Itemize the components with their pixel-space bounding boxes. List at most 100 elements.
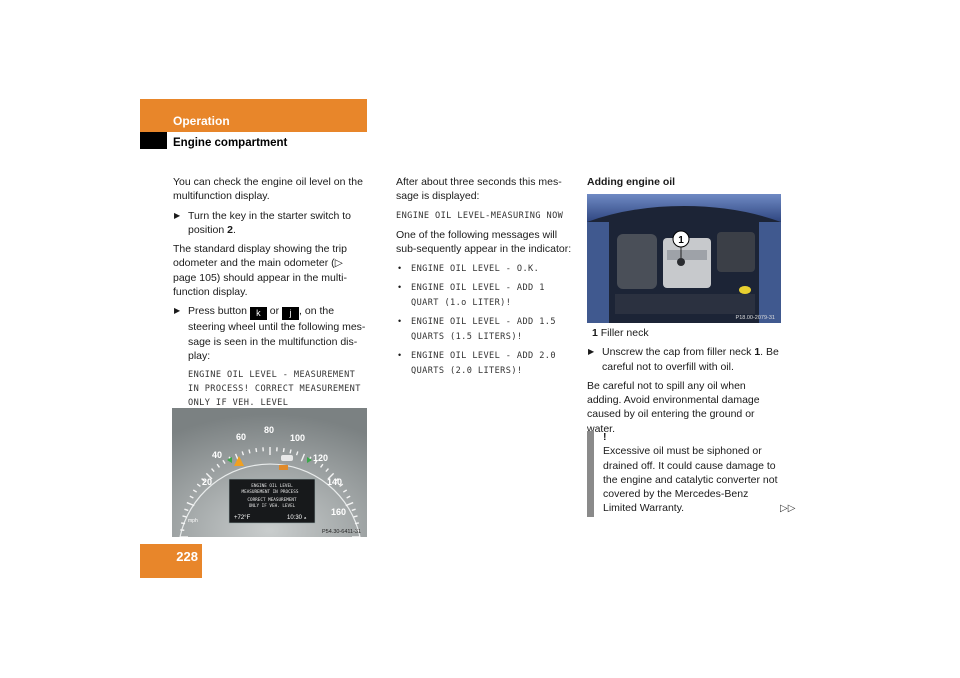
speedometer-tick bbox=[334, 478, 339, 482]
bullet-dot-icon: • bbox=[398, 316, 402, 327]
down-button-icon: j bbox=[282, 307, 300, 321]
speedometer-tick bbox=[325, 468, 329, 473]
warning-text: Excessive oil must be siphoned or draine… bbox=[603, 445, 778, 515]
speedometer-tick bbox=[184, 508, 189, 512]
right-turn-signal-icon bbox=[307, 457, 312, 463]
speedometer-tick bbox=[180, 522, 186, 525]
display-line: ENGINE OIL LEVEL bbox=[251, 483, 293, 489]
speed-label: 140 bbox=[327, 477, 342, 487]
speedometer-tick bbox=[319, 463, 324, 468]
list-item: •ENGINE OIL LEVEL - O.K. bbox=[398, 263, 540, 275]
up-button-icon: k bbox=[249, 307, 267, 321]
speed-label: 160 bbox=[331, 507, 346, 517]
speed-label: 40 bbox=[212, 450, 222, 460]
engine-illustration: 1 P18.00-2079-31 bbox=[587, 194, 781, 323]
speedometer-tick bbox=[353, 515, 358, 518]
speedometer-tick bbox=[295, 451, 299, 456]
speedometer-tick bbox=[189, 495, 194, 499]
speedometer-tick bbox=[248, 449, 251, 454]
speedometer-tick bbox=[351, 508, 356, 512]
page-number: 228 bbox=[176, 549, 198, 564]
warning-box: ! Excessive oil must be siphoned or drai… bbox=[603, 430, 783, 516]
bullet-dot-icon: • bbox=[398, 350, 402, 361]
speedometer-tick bbox=[211, 468, 215, 473]
speedometer-illustration: 20 40 60 80 100 120 140 160 mph ENGINE O… bbox=[172, 408, 367, 537]
speedometer-tick bbox=[182, 515, 187, 518]
speedometer-tick bbox=[342, 489, 348, 493]
instruction-step: ▶ Press button k or j, on the steering w… bbox=[174, 305, 366, 362]
speedometer-tick bbox=[282, 447, 285, 453]
speedometer-tick bbox=[222, 459, 226, 465]
clock-time-suffix: a bbox=[304, 515, 307, 520]
adding-oil-heading: Adding engine oil bbox=[587, 176, 676, 188]
speedometer-tick bbox=[201, 478, 206, 482]
figure-caption: 1 Filler neck bbox=[592, 327, 649, 339]
column-3: 1 Filler neck ▶ Unscrew the cap from fil… bbox=[587, 326, 783, 441]
callout-circle bbox=[672, 230, 690, 248]
speedometer-tick bbox=[339, 483, 344, 488]
list-item: •ENGINE OIL LEVEL - ADD 1 QUART (1.o LIT… bbox=[398, 282, 545, 309]
clock-time: 10:30 bbox=[287, 515, 303, 521]
speed-label: 60 bbox=[236, 432, 246, 442]
speed-label: 80 bbox=[264, 425, 274, 435]
speedometer-tick bbox=[241, 451, 245, 456]
speedometer-tick bbox=[345, 501, 354, 507]
warning-triangle-icon bbox=[234, 456, 244, 466]
warning-lamp-icon bbox=[279, 465, 288, 470]
bullet-dot-icon: • bbox=[398, 282, 402, 293]
warning-exclamation-icon: ! bbox=[603, 431, 607, 443]
speedometer-tick bbox=[300, 453, 306, 462]
speed-label: 120 bbox=[313, 453, 328, 463]
filler-neck-cap bbox=[677, 258, 685, 266]
display-line: CORRECT MEASUREMENT bbox=[247, 497, 297, 503]
warning-side-bar bbox=[587, 431, 594, 517]
speedometer-tick bbox=[205, 472, 213, 480]
bullet-dot-icon: • bbox=[398, 263, 402, 274]
engine-compartment-image: 1 P18.00-2079-31 bbox=[587, 194, 781, 323]
speedometer-tick bbox=[255, 447, 258, 453]
subsection-title: Engine compartment bbox=[173, 137, 288, 149]
environment-paragraph: Be careful not to spill any oil when add… bbox=[587, 379, 760, 435]
list-item: •ENGINE OIL LEVEL - ADD 1.5 QUARTS (1.5 … bbox=[398, 316, 556, 343]
instruction-step: ▶ Unscrew the cap from filler neck 1. Be… bbox=[588, 346, 779, 373]
instruction-step: ▶ Turn the key in the starter switch to … bbox=[174, 209, 352, 236]
standard-display-paragraph: The standard display showing the trip od… bbox=[173, 243, 347, 299]
display-line: MEASUREMENT IN PROCESS bbox=[242, 489, 299, 495]
display-line: ONLY IF VEH. LEVEL bbox=[249, 503, 296, 509]
speedometer-tick bbox=[289, 449, 292, 454]
speedometer-tick bbox=[346, 495, 351, 499]
continued-arrow-icon: ▷▷ bbox=[780, 503, 796, 514]
arrow-bullet-icon: ▶ bbox=[174, 210, 181, 220]
messages-intro: One of the following messages will sub-s… bbox=[396, 228, 572, 255]
page-number-tab bbox=[140, 544, 202, 578]
display-message: ENGINE OIL LEVEL - MEASUREMENT IN PROCES… bbox=[188, 370, 361, 409]
list-item: •ENGINE OIL LEVEL - ADD 2.0 QUARTS (2.0 … bbox=[398, 350, 556, 377]
header-black-tab bbox=[140, 132, 167, 149]
image-code: P54.30-6411-31 bbox=[322, 529, 361, 535]
section-header-bar bbox=[140, 99, 367, 132]
arrow-bullet-icon: ▶ bbox=[588, 347, 595, 357]
callout-number: 1 bbox=[678, 235, 684, 246]
intro-paragraph: After about three seconds this mes-sage … bbox=[396, 176, 562, 203]
speedometer-tick bbox=[186, 501, 195, 507]
speedometer-tick bbox=[192, 489, 198, 493]
speedometer-tick bbox=[327, 472, 335, 480]
outside-temperature: +72°F bbox=[234, 515, 251, 521]
section-title: Operation bbox=[173, 114, 230, 128]
car-icon bbox=[281, 455, 293, 461]
speedometer-tick bbox=[314, 459, 318, 465]
column-2: After about three seconds this mes-sage … bbox=[396, 175, 576, 382]
speedometer-tick bbox=[196, 483, 201, 488]
instrument-cluster-image: 20 40 60 80 100 120 140 160 mph ENGINE O… bbox=[172, 408, 367, 537]
intro-paragraph: You can check the engine oil level on th… bbox=[173, 176, 363, 203]
arrow-bullet-icon: ▶ bbox=[174, 306, 181, 316]
page-reference: ▷ page 105) should appear in the multi-f… bbox=[173, 257, 347, 299]
speed-label: 20 bbox=[202, 477, 212, 487]
image-code: P18.00-2079-31 bbox=[736, 315, 775, 321]
speedometer-tick bbox=[354, 522, 360, 525]
measuring-message: ENGINE OIL LEVEL-MEASURING NOW bbox=[396, 210, 564, 221]
speedometer-tick bbox=[216, 463, 221, 468]
speed-unit: mph bbox=[188, 518, 198, 524]
column-1: You can check the engine oil level on th… bbox=[173, 175, 368, 410]
left-turn-signal-icon bbox=[227, 457, 232, 463]
